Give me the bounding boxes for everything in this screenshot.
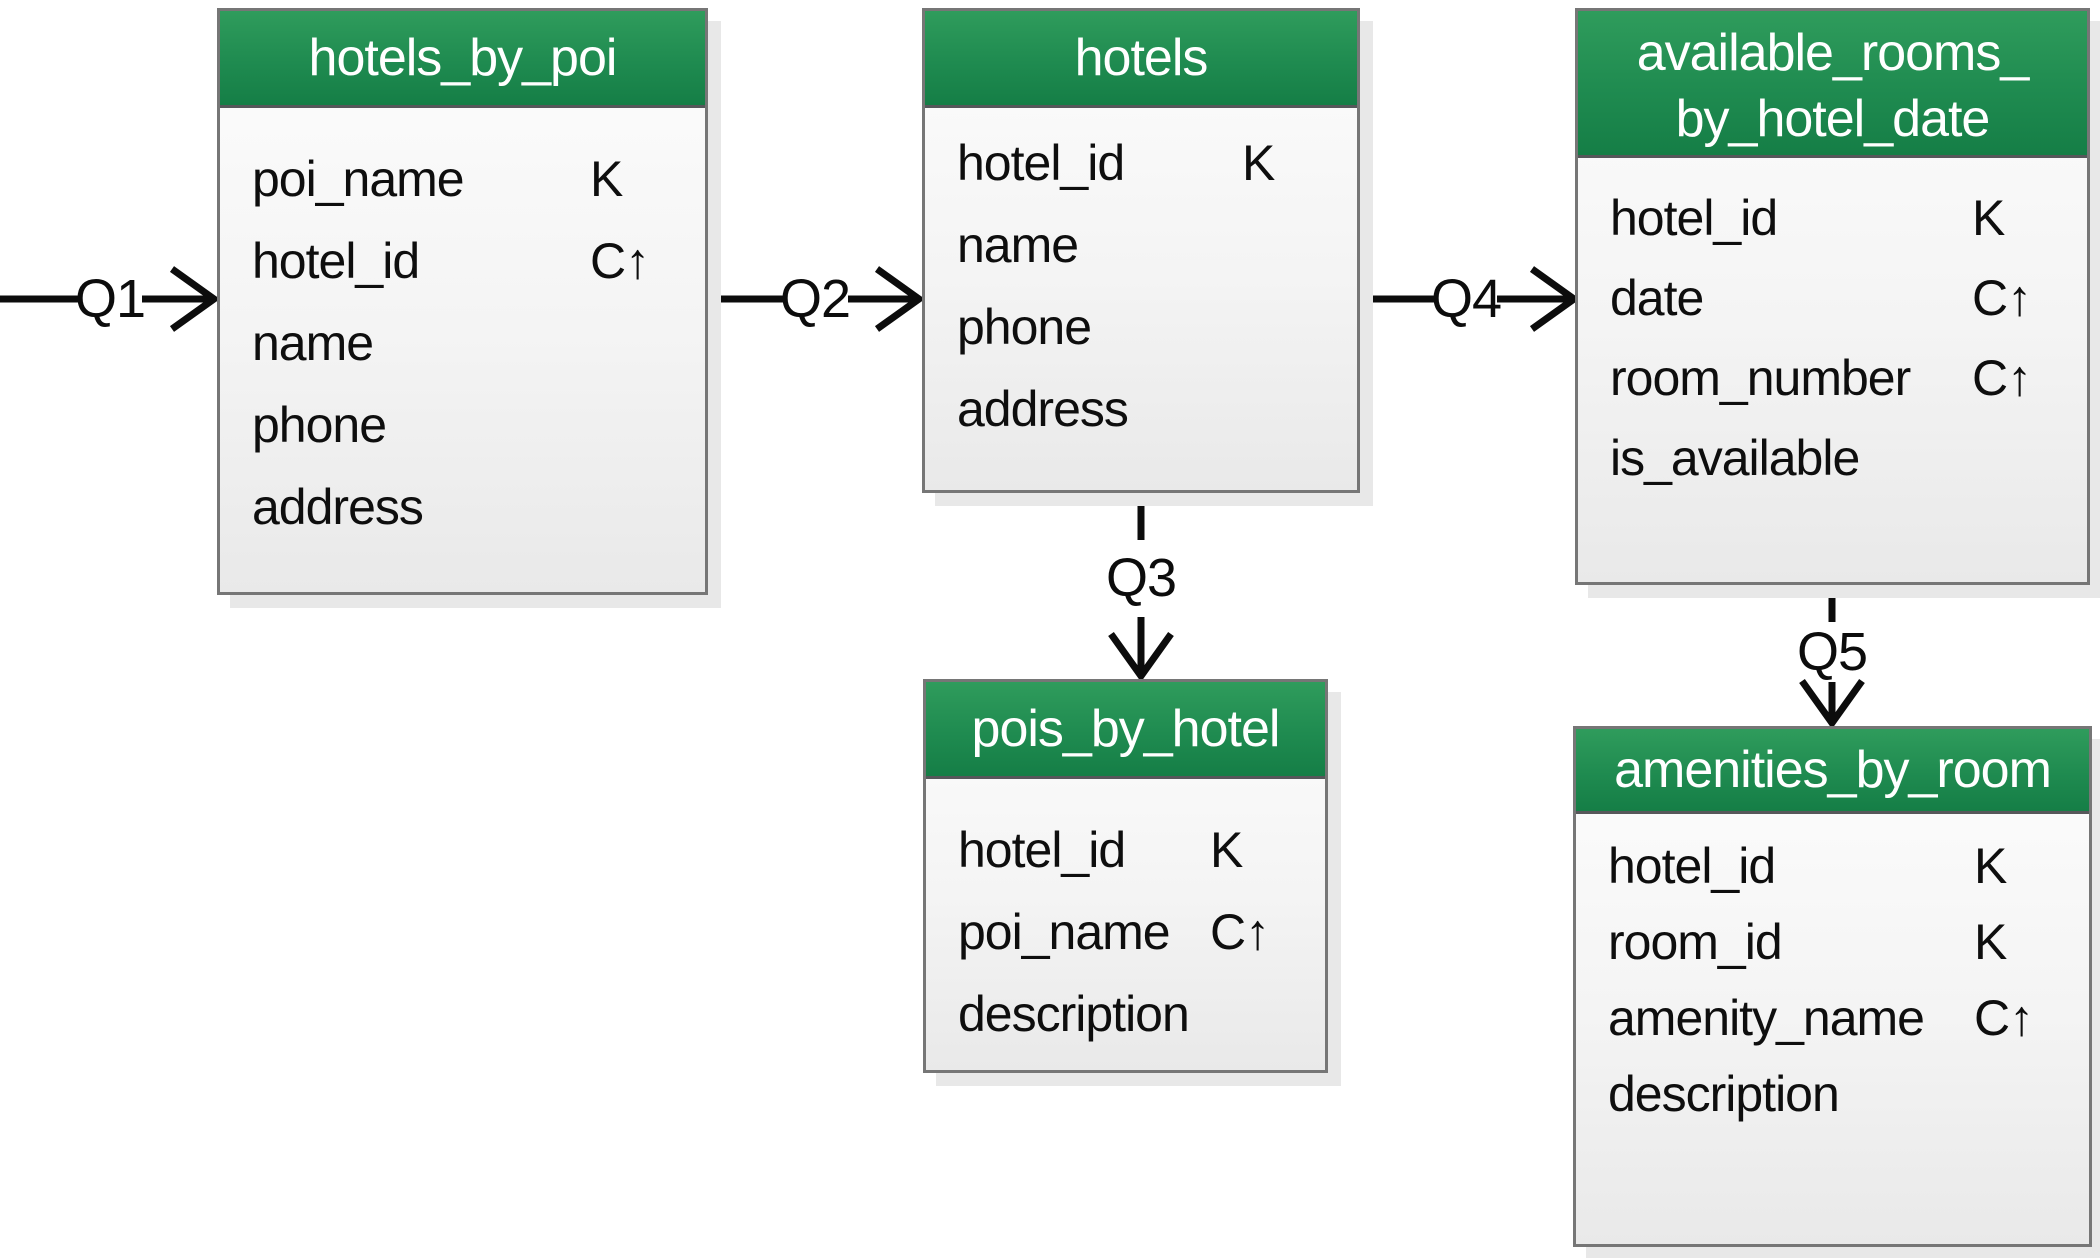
column-row: poi_name K (220, 138, 705, 220)
column-row: hotel_id K (1576, 828, 2089, 904)
key-marker: C↑ (590, 233, 650, 289)
column-row: amenity_name C↑ (1576, 980, 2089, 1056)
column-name: is_available (1610, 430, 1860, 486)
column-row: room_number C↑ (1578, 338, 2087, 418)
column-name: hotel_id (958, 822, 1126, 878)
column-row: address (220, 466, 705, 548)
column-name: hotel_id (1610, 190, 1778, 246)
column-name: description (1608, 1066, 1840, 1122)
key-marker: C↑ (1210, 904, 1270, 960)
table-hotels: hotels hotel_id K name phone address (922, 8, 1360, 493)
arrow-q1 (0, 266, 221, 332)
column-name: address (252, 479, 424, 535)
key-marker: K (1242, 135, 1275, 191)
column-name: room_number (1610, 350, 1911, 406)
table-available-rooms-by-hotel-date: available_rooms_ by_hotel_date hotel_id … (1575, 8, 2090, 585)
table-pois-by-hotel: pois_by_hotel hotel_id K poi_name C↑ des… (923, 679, 1328, 1073)
column-row: name (925, 204, 1357, 286)
arrow-q4 (1360, 266, 1581, 332)
column-name: phone (957, 299, 1092, 355)
query-label-q5: Q5 (1796, 622, 1868, 682)
key-marker: C↑ (1972, 350, 2032, 406)
column-row: is_available (1578, 418, 2087, 498)
table-title: available_rooms_ by_hotel_date (1578, 11, 2087, 158)
column-row: phone (220, 384, 705, 466)
column-row: phone (925, 286, 1357, 368)
key-marker: K (1972, 190, 2005, 246)
column-name: hotel_id (252, 233, 420, 289)
table-hotels-by-poi: hotels_by_poi poi_name K hotel_id C↑ nam… (217, 8, 708, 595)
key-marker: K (590, 151, 623, 207)
key-marker: C↑ (1974, 990, 2034, 1046)
arrow-q3 (1108, 493, 1174, 683)
table-title: amenities_by_room (1576, 729, 2089, 814)
table-title: hotels (925, 11, 1357, 108)
column-name: amenity_name (1608, 990, 1925, 1046)
arrow-q2 (708, 266, 926, 332)
column-name: hotel_id (1608, 838, 1776, 894)
column-name: poi_name (252, 151, 465, 207)
arrow-q5 (1799, 585, 1865, 730)
column-row: room_id K (1576, 904, 2089, 980)
column-name: address (957, 381, 1129, 437)
column-row: description (1576, 1056, 2089, 1132)
query-label-q3: Q3 (1105, 548, 1177, 608)
table-title: pois_by_hotel (926, 682, 1325, 779)
column-name: room_id (1608, 914, 1783, 970)
column-row: hotel_id K (926, 809, 1325, 891)
key-marker: K (1974, 914, 2007, 970)
column-row: date C↑ (1578, 258, 2087, 338)
column-row: poi_name C↑ (926, 891, 1325, 973)
column-row: hotel_id C↑ (220, 220, 705, 302)
column-row: hotel_id K (1578, 178, 2087, 258)
column-row: address (925, 368, 1357, 450)
key-marker: K (1974, 838, 2007, 894)
column-row: description (926, 973, 1325, 1055)
column-name: poi_name (958, 904, 1171, 960)
column-name: date (1610, 270, 1704, 326)
key-marker: C↑ (1972, 270, 2032, 326)
column-name: name (252, 315, 374, 371)
column-row: name (220, 302, 705, 384)
query-label-q2: Q2 (779, 269, 851, 329)
query-label-q4: Q4 (1430, 269, 1502, 329)
column-name: phone (252, 397, 387, 453)
query-label-q1: Q1 (74, 269, 146, 329)
column-name: name (957, 217, 1079, 273)
table-amenities-by-room: amenities_by_room hotel_id K room_id K a… (1573, 726, 2092, 1247)
column-name: description (958, 986, 1190, 1042)
table-title: hotels_by_poi (220, 11, 705, 108)
column-row: hotel_id K (925, 122, 1357, 204)
column-name: hotel_id (957, 135, 1125, 191)
key-marker: K (1210, 822, 1243, 878)
